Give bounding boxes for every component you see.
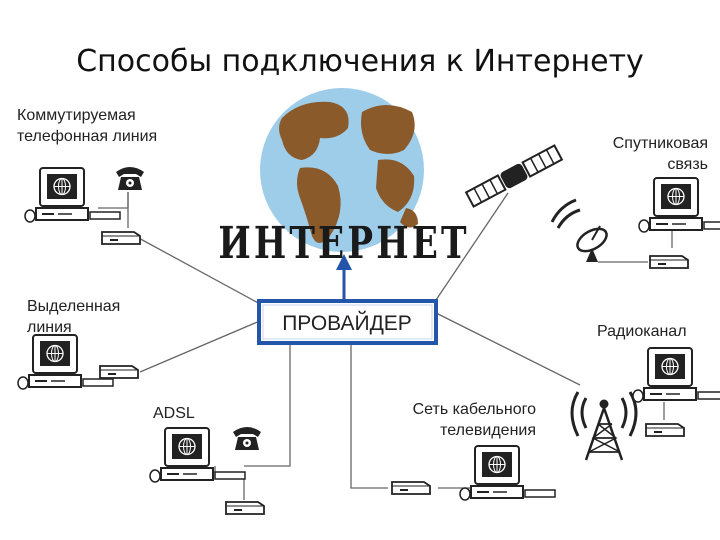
label-dialup: Коммутируемая телефонная линия: [17, 105, 157, 147]
computer-icon: [638, 177, 720, 233]
label-line: Спутниковая: [612, 135, 708, 152]
line-adsl-to-provider: [244, 338, 291, 467]
satellite-icon: [464, 144, 564, 208]
telephone-icon: [233, 427, 261, 450]
label-line: ADSL: [153, 405, 195, 422]
label-leased: Выделенная линия: [27, 296, 120, 338]
line-pc-to-phone: [98, 192, 129, 209]
label-line: линия: [27, 319, 72, 336]
slide-title: Способы подключения к Интернету: [76, 44, 644, 79]
label-line: Радиоканал: [597, 323, 687, 340]
modem-icon: [101, 231, 141, 245]
modem-icon: [645, 423, 685, 437]
computer-icon: [459, 445, 556, 501]
line-cable-to-provider: [350, 343, 388, 489]
provider-label: ПРОВАЙДЕР: [282, 311, 412, 335]
computer-icon: [17, 334, 114, 390]
label-satellite: Спутниковая связь: [613, 133, 708, 175]
line-dialup-to-provider: [134, 235, 263, 306]
label-line: связь: [667, 156, 708, 173]
modem-icon: [225, 501, 265, 515]
label-line: Сеть кабельного: [412, 401, 536, 418]
modem-icon: [649, 255, 689, 269]
radio-tower-icon: [570, 391, 638, 461]
label-line: телефонная линия: [17, 128, 158, 145]
label-cable: Сеть кабельного телевидения: [413, 399, 536, 441]
provider-box: ПРОВАЙДЕР: [257, 299, 438, 345]
label-adsl: ADSL: [153, 403, 195, 424]
modem-icon: [391, 481, 431, 495]
arrow-up-icon: [336, 254, 352, 300]
globe-icon: [260, 88, 424, 252]
label-line: телевидения: [440, 422, 536, 439]
line-radio-to-provider: [435, 312, 581, 386]
computer-icon: [632, 347, 720, 403]
satellite-dish-icon: [550, 198, 608, 262]
telephone-icon: [116, 167, 144, 190]
line-satellite-to-provider: [435, 192, 509, 301]
label-line: Коммутируемая: [17, 107, 136, 124]
line-leased-to-provider: [139, 319, 263, 373]
computer-icon: [24, 167, 121, 223]
label-radio: Радиоканал: [597, 321, 687, 342]
computer-icon: [149, 427, 246, 483]
line-adsl-pc-to-modem: [214, 466, 245, 500]
modem-icon: [99, 365, 139, 379]
label-line: Выделенная: [27, 298, 121, 315]
